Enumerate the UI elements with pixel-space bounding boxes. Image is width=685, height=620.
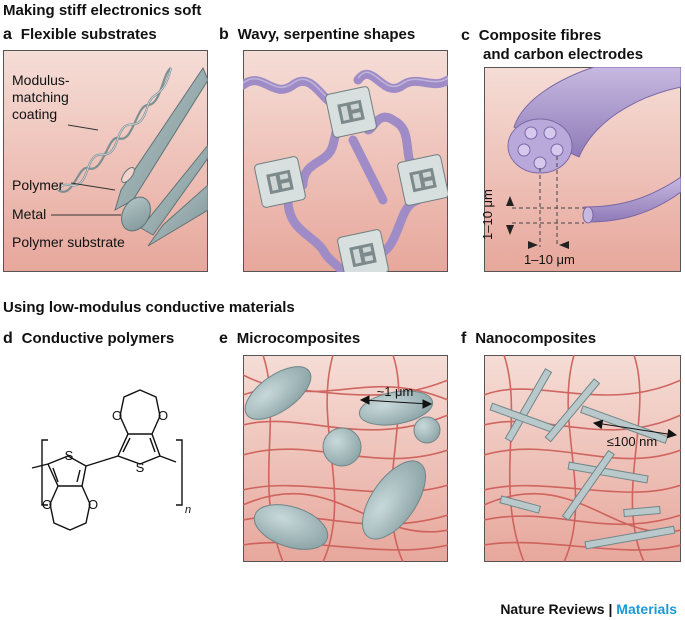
label-dim-horizontal: 1–10 μm <box>524 252 575 267</box>
label-polymer-substrate: Polymer substrate <box>12 234 125 250</box>
rod-5 <box>567 461 649 484</box>
electrode-tip <box>582 206 594 224</box>
panel-a-letter: a <box>3 26 12 43</box>
rod-4 <box>580 405 669 444</box>
label-dim-vertical: 1–10 μm <box>480 189 495 240</box>
panel-b-illustration <box>243 50 448 272</box>
panel-a-header: a Flexible substrates <box>3 26 157 44</box>
scale-arrow-e <box>359 395 433 409</box>
panel-b-header: b Wavy, serpentine shapes <box>219 26 415 44</box>
panel-c-header: c Composite fibres and carbon electrodes <box>461 26 643 64</box>
panel-d-letter: d <box>3 330 13 347</box>
particle-5 <box>362 460 426 540</box>
panel-a-title: Flexible substrates <box>20 26 157 43</box>
journal-footer: Nature Reviews | Materials <box>500 601 677 617</box>
panel-d-title: Conductive polymers <box>21 330 175 347</box>
carbon-electrode <box>583 176 681 223</box>
panel-c-title-1: Composite fibres <box>478 27 602 44</box>
panel-a-leaders <box>51 124 121 216</box>
panel-b-title: Wavy, serpentine shapes <box>237 26 416 43</box>
dimension-guides <box>512 156 584 247</box>
panel-d-header: d Conductive polymers <box>3 330 174 348</box>
panel-d-structure: S S O O O O n <box>31 389 191 531</box>
section-title-soft: Making stiff electronics soft <box>3 2 202 19</box>
label-polymer: Polymer <box>12 177 64 193</box>
scale-label-e: ~1 μm <box>377 384 414 399</box>
nanorods <box>489 368 676 550</box>
particle-2 <box>358 390 434 426</box>
particle-4 <box>413 416 441 444</box>
scale-arrow-f <box>592 419 678 439</box>
rod-7 <box>499 495 541 514</box>
label-coating-line2: matching <box>12 89 69 105</box>
panel-f-illustration: ≤100 nm <box>484 355 681 562</box>
rod-8 <box>623 505 661 518</box>
panel-a-illustration <box>3 50 208 272</box>
panel-f-letter: f <box>461 330 467 347</box>
panel-c-title-2: and carbon electrodes <box>483 46 644 63</box>
panel-e-illustration: ~1 μm <box>243 355 448 562</box>
subscript-n: n <box>185 504 191 516</box>
scale-label-f: ≤100 nm <box>607 434 658 449</box>
atom-s-right: S <box>136 460 145 475</box>
journal-name: Nature Reviews <box>500 601 605 617</box>
metal-pad <box>121 196 151 232</box>
rod-9 <box>584 525 676 550</box>
panel-c-illustration <box>484 67 681 272</box>
panel-a-background <box>3 50 208 272</box>
particle-3 <box>322 427 362 467</box>
probe-lower <box>147 184 208 247</box>
probe-middle <box>140 144 208 236</box>
microparticles <box>244 366 441 550</box>
label-metal: Metal <box>12 206 47 222</box>
panel-b-letter: b <box>219 26 229 43</box>
chip-bottom <box>337 229 389 272</box>
label-coating-line3: coating <box>12 106 58 122</box>
chip-left <box>254 156 306 208</box>
panel-e-title: Microcomposites <box>236 330 361 347</box>
panel-c-letter: c <box>461 27 470 44</box>
atom-s-left: S <box>65 448 74 463</box>
rod-1 <box>504 368 553 443</box>
probe-eye <box>121 166 135 184</box>
chip-right <box>397 154 448 206</box>
panel-e-header: e Microcomposites <box>219 330 360 348</box>
label-coating: Modulus- matching coating <box>12 72 70 123</box>
dimension-arrows <box>506 196 569 249</box>
rod-6 <box>561 449 615 521</box>
panel-f-header: f Nanocomposites <box>461 330 596 348</box>
atom-o-2: O <box>88 497 98 512</box>
section-title-low-modulus: Using low-modulus conductive materials <box>3 299 295 316</box>
atom-o-1: O <box>42 497 52 512</box>
label-coating-line1: Modulus- <box>12 72 70 88</box>
fibre-network-f <box>484 355 681 562</box>
chip-top <box>325 86 377 138</box>
pedot-atoms: S S O O O O n <box>42 408 191 516</box>
journal-separator: | <box>604 601 617 617</box>
rod-3 <box>544 378 601 443</box>
pedot-bonds <box>31 389 183 531</box>
panel-e-letter: e <box>219 330 228 347</box>
atom-o-4: O <box>158 408 168 423</box>
particle-1 <box>244 366 312 420</box>
particle-6 <box>253 504 329 550</box>
journal-section: Materials <box>616 601 677 617</box>
atom-o-3: O <box>112 408 122 423</box>
panel-f-title: Nanocomposites <box>475 330 597 347</box>
